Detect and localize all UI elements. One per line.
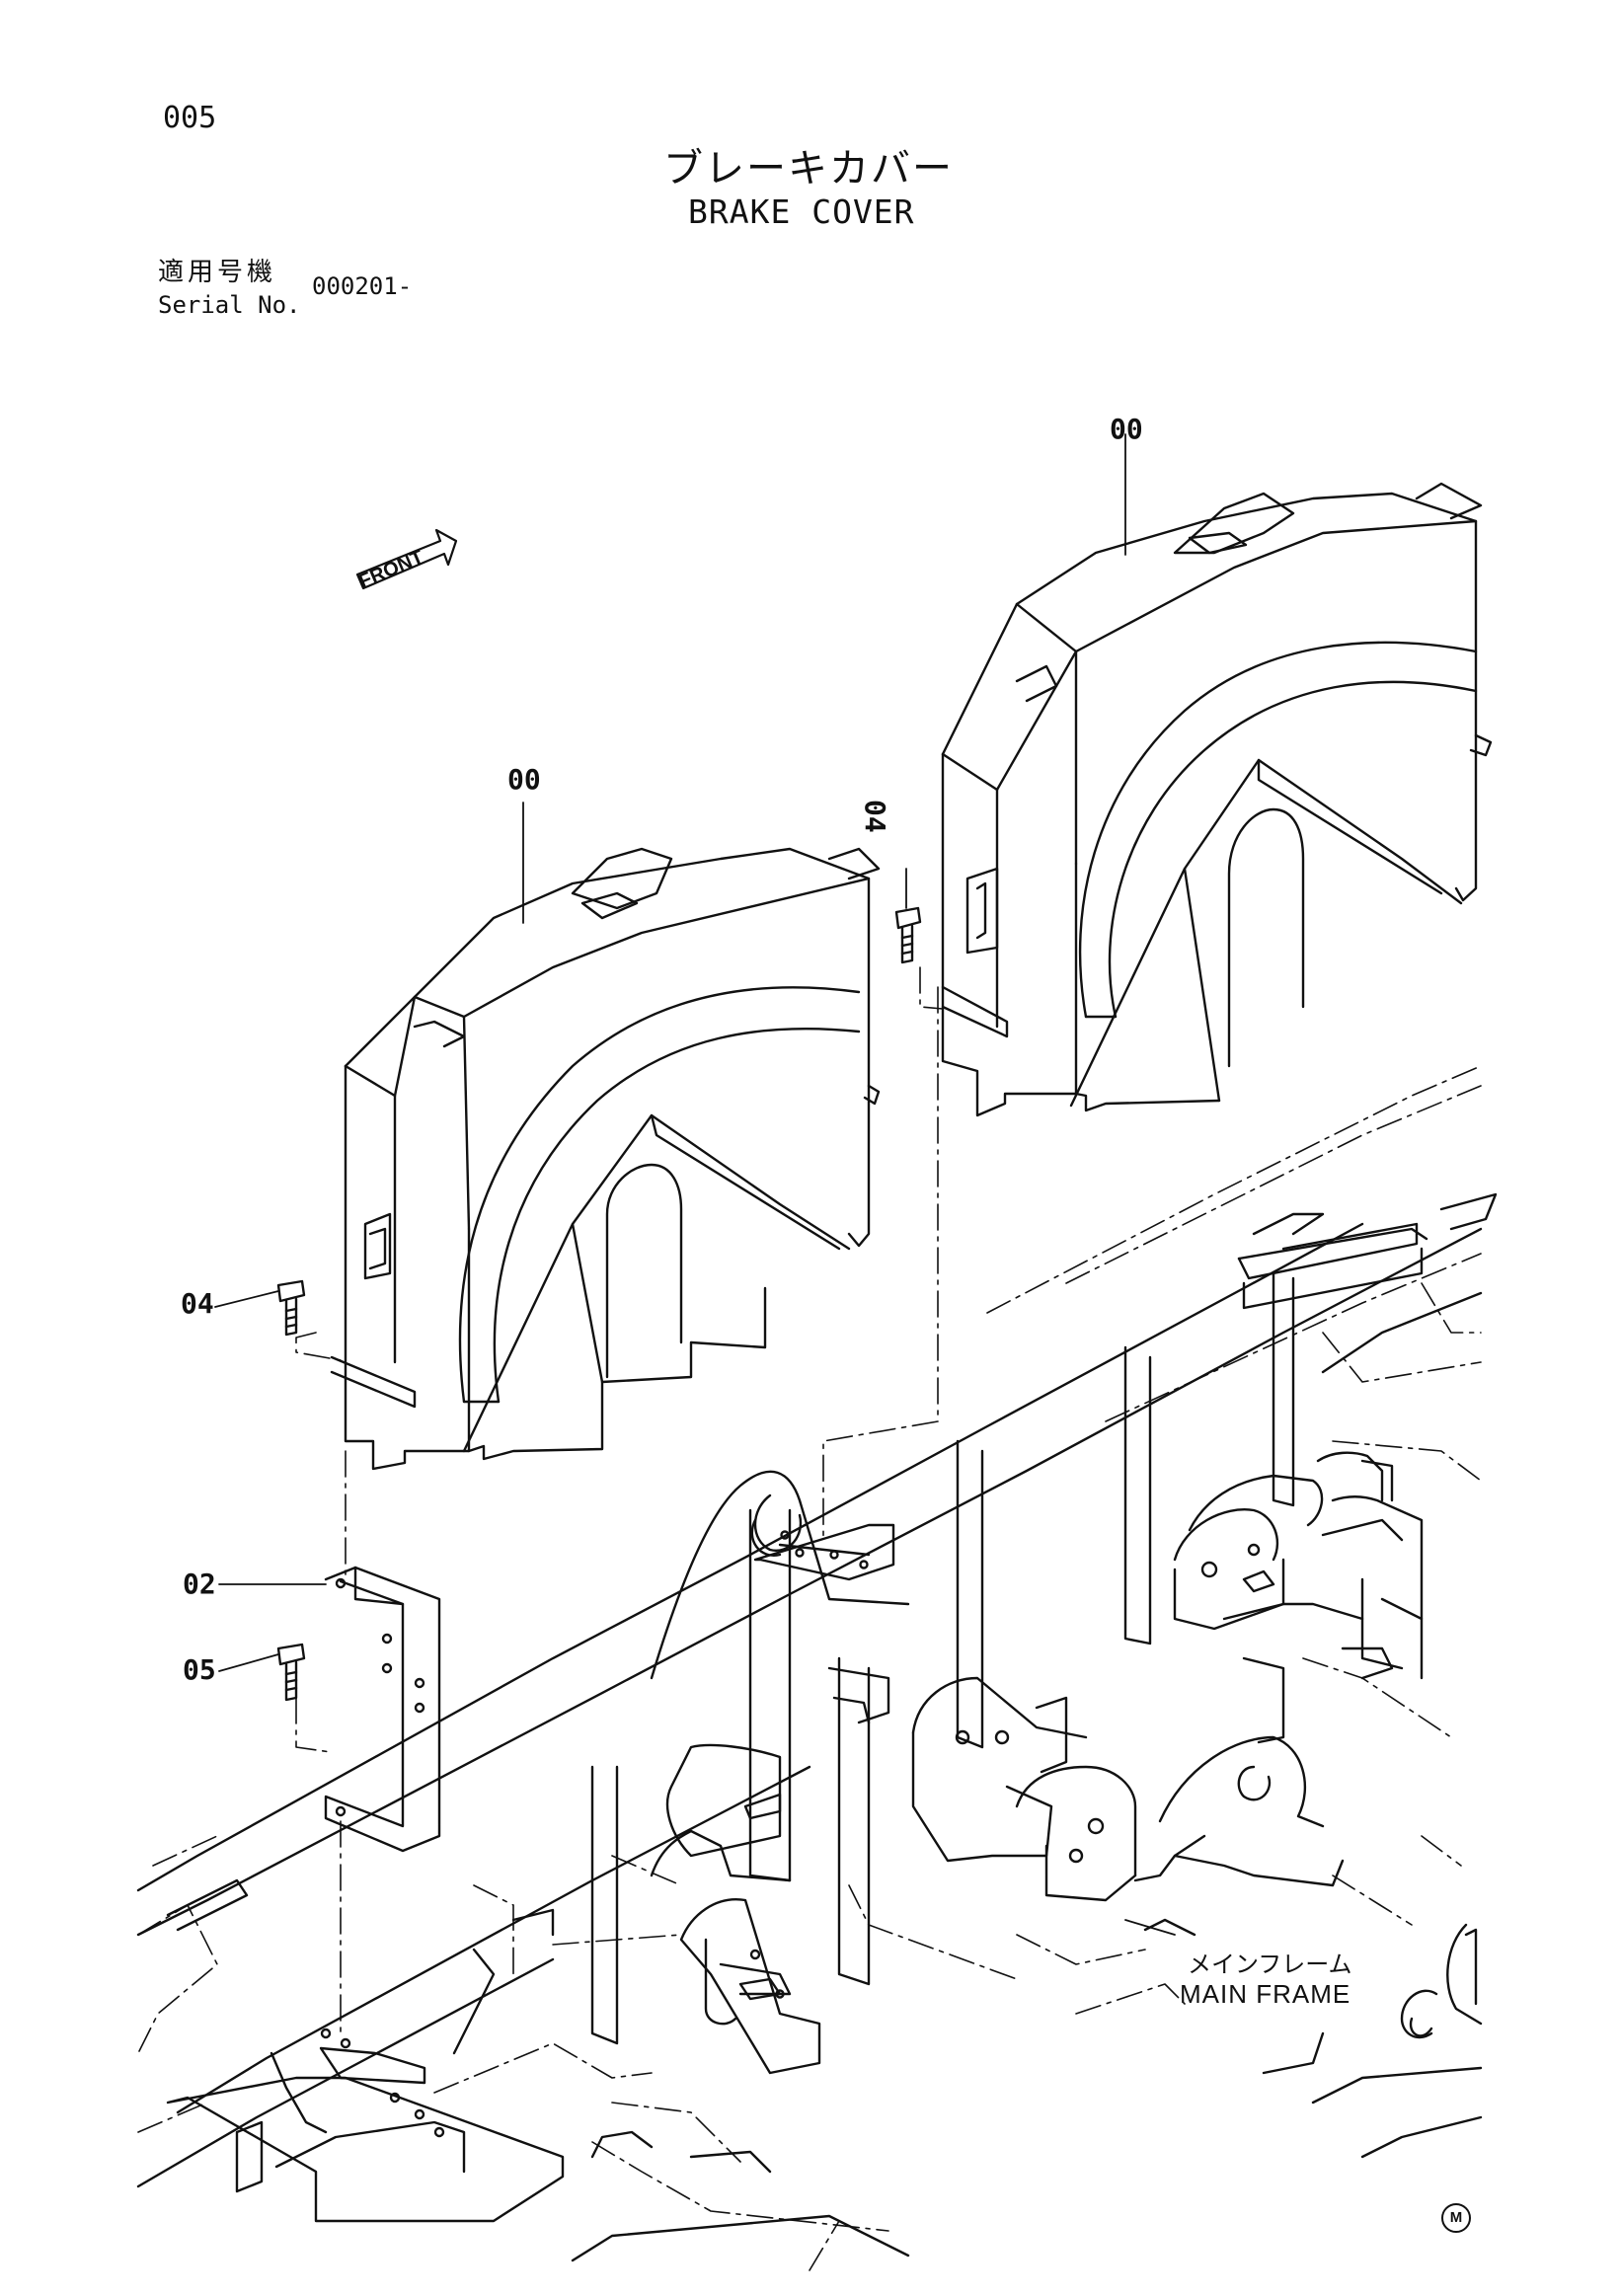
serial-label-english: Serial No. <box>158 291 301 319</box>
title-english: BRAKE COVER <box>688 192 915 231</box>
leader-lines <box>214 433 1176 1936</box>
serial-label-japanese: 適用号機 <box>158 258 277 287</box>
bolt-upper-left <box>276 1279 306 1337</box>
front-arrow-icon: FRONT <box>355 528 458 593</box>
corner-mark: M <box>1441 2203 1471 2233</box>
callout-bracket: 02 <box>183 1568 216 1600</box>
bracket <box>324 1566 441 1853</box>
callout-cover-right: 00 <box>1110 413 1143 445</box>
main-frame-label-japanese: メインフレーム <box>1188 1951 1352 1978</box>
main-frame-label-english: MAIN FRAME <box>1180 1979 1351 2009</box>
callout-bolt-upper-right: 04 <box>859 800 891 833</box>
bolt-upper-right <box>894 906 922 964</box>
brake-cover-right <box>941 482 1493 1117</box>
callout-bolt-upper-left: 04 <box>181 1287 214 1320</box>
center-lines <box>137 966 1482 2271</box>
main-frame <box>136 1192 1498 2262</box>
callout-cover-left: 00 <box>507 763 541 796</box>
bolt-lower <box>276 1643 306 1702</box>
callout-bolt-lower: 05 <box>183 1653 216 1686</box>
page-number: 005 <box>163 101 217 135</box>
title-japanese: ブレーキカバー <box>663 146 954 191</box>
serial-value: 000201- <box>312 272 413 300</box>
brake-cover-left <box>330 847 881 1471</box>
front-label: FRONT <box>355 546 426 592</box>
